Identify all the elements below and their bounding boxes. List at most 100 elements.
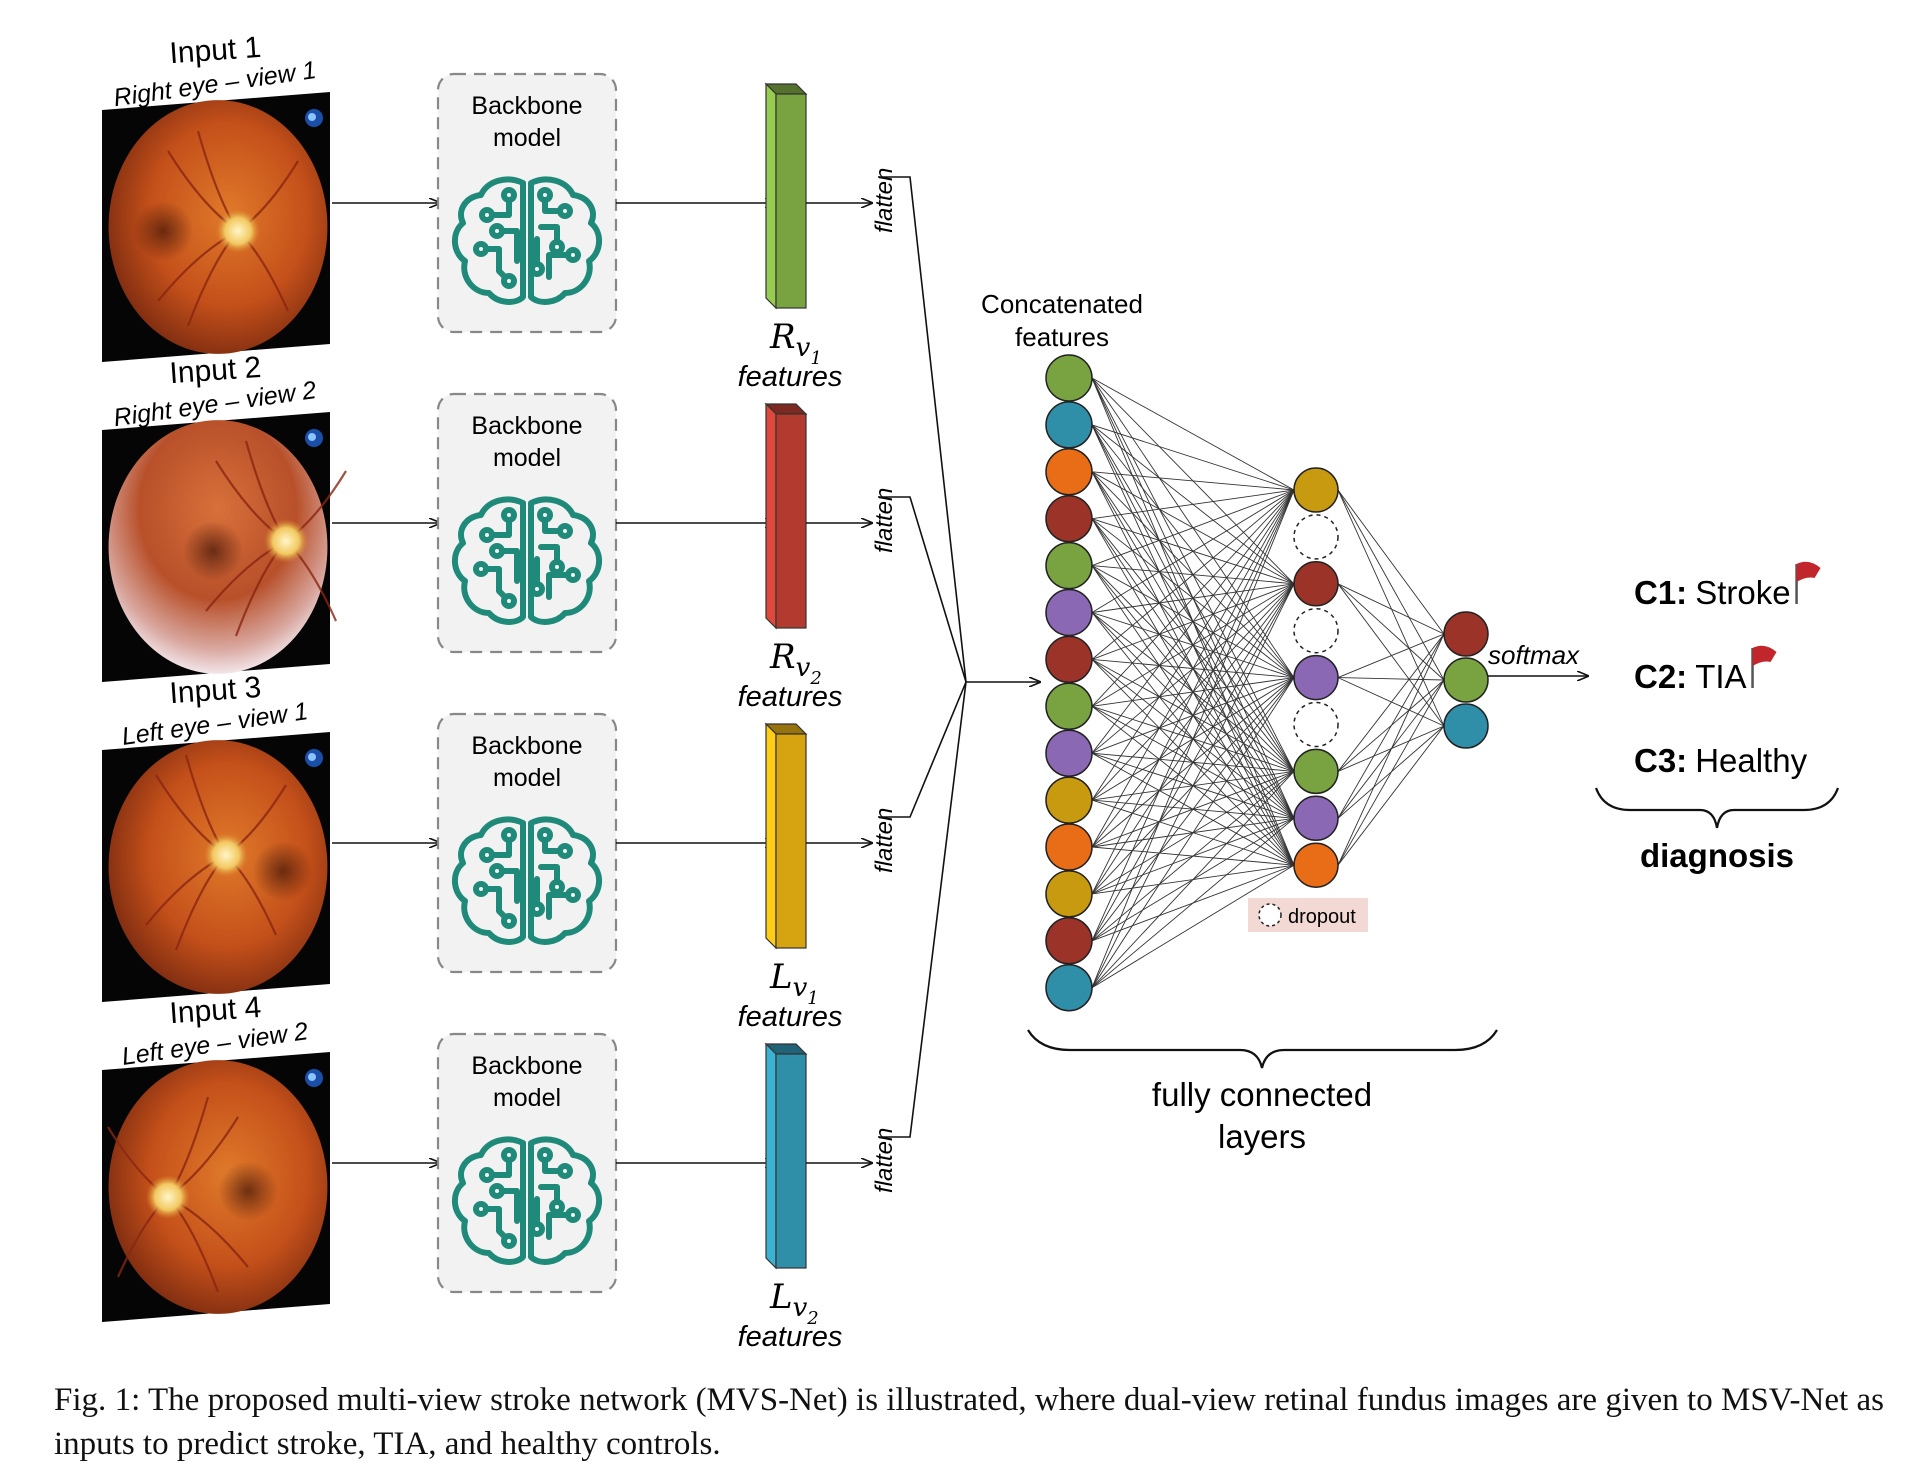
fc-connection [1337,679,1445,866]
circuit-node [473,561,489,577]
retina-disc [108,1060,328,1314]
macula [253,841,313,901]
circuit-node [501,827,517,843]
circuit-node [565,247,581,263]
flatten-label: flatten [871,1128,898,1193]
network-connections [1091,377,1445,989]
backbone-label: model [493,764,561,792]
fc-connection [1337,633,1445,866]
circuit-node [549,1199,565,1215]
feature-bar-side [765,82,777,310]
circuit-node [489,223,505,239]
circuit-trace [534,194,576,280]
circuit-node [473,1201,489,1217]
circuit-trace [534,1154,576,1240]
fc-brace [1027,1029,1498,1069]
macula [183,521,243,581]
circuit-node [501,1147,517,1163]
feature-bar-front [775,733,807,949]
class-name: Stroke [1695,574,1790,611]
dropout-node [1293,701,1339,748]
feature-word: features [738,1001,843,1033]
circuit-node [565,567,581,583]
fc-connection [1091,489,1295,707]
hidden-node [1293,842,1339,888]
feature-bar-side [765,402,777,630]
backbone-label: model [493,124,561,152]
circuit-node [537,187,553,203]
brain-circuit-icon [452,1136,602,1265]
brain-circuit-icon [452,176,602,305]
flatten-merge-line [878,681,967,1138]
concat-node [1045,776,1093,824]
fc-connection [1091,817,1295,989]
concat-node [1045,401,1093,449]
circuit-node [557,843,573,859]
circuit-node [537,1147,553,1163]
circuit-node [529,261,545,277]
concat-node [1045,354,1093,402]
concat-node [1045,635,1093,684]
class-code: C3: [1634,742,1687,779]
circuit-node [565,1207,581,1223]
fc-connection [1091,489,1295,567]
circuit-node [489,863,505,879]
feature-subsubscript: 1 [810,348,821,369]
dropout-legend-icon [1258,903,1282,927]
circuit-node [501,913,517,929]
fc-connection [1091,377,1295,491]
brain-circuit-icon [452,816,602,945]
feature-bar-front [775,413,807,629]
circuit-node [557,203,573,219]
concat-node [1045,682,1093,731]
fc-connection [1337,725,1445,866]
class-code: C2: [1634,658,1687,695]
fc-connection [1091,677,1295,988]
feature-bar-front [775,1053,807,1269]
circuit-node [557,1163,573,1179]
fc-connection [1337,677,1445,727]
feature-bar-front [775,93,807,309]
circuit-node [549,879,565,895]
brain-circuit-icon [452,496,602,625]
fc-connection [1337,583,1445,681]
concat-label-line2: features [1015,322,1109,352]
fc-connection [1091,471,1295,491]
brain-left-hemisphere [452,1136,526,1265]
fc-connection [1091,583,1295,988]
circuit-node [501,273,517,289]
brain-left-hemisphere [452,496,526,625]
optic-disc [146,1175,190,1219]
class-name: TIA [1695,658,1746,695]
camera-logo-highlight [308,433,316,441]
feature-word: features [738,1321,843,1353]
output-node [1443,703,1489,749]
flatten-merge-line [878,681,967,818]
circuit-node [501,593,517,609]
dropout-legend-label: dropout [1288,906,1356,928]
circuit-node [549,559,565,575]
output-node [1443,611,1489,657]
class-label: C1:Stroke [1634,574,1791,611]
flatten-merge-line [878,496,967,683]
concat-node [1045,729,1093,777]
flatten-merge-line [878,176,967,683]
concat-node [1045,963,1093,1012]
feature-bar-side [765,722,777,950]
fc-label-line2: layers [1218,1118,1306,1155]
class-label: C3:Healthy [1634,742,1808,779]
feature-subscript: v [793,1293,808,1323]
flatten-label: flatten [871,488,898,553]
fc-connection [1091,489,1295,520]
hidden-node [1293,467,1339,513]
circuit-node [565,887,581,903]
dropout-node [1293,607,1339,654]
camera-logo-highlight [308,113,316,121]
fc-connection [1337,633,1445,819]
camera-logo-highlight [308,753,316,761]
fc-connection [1091,489,1295,941]
